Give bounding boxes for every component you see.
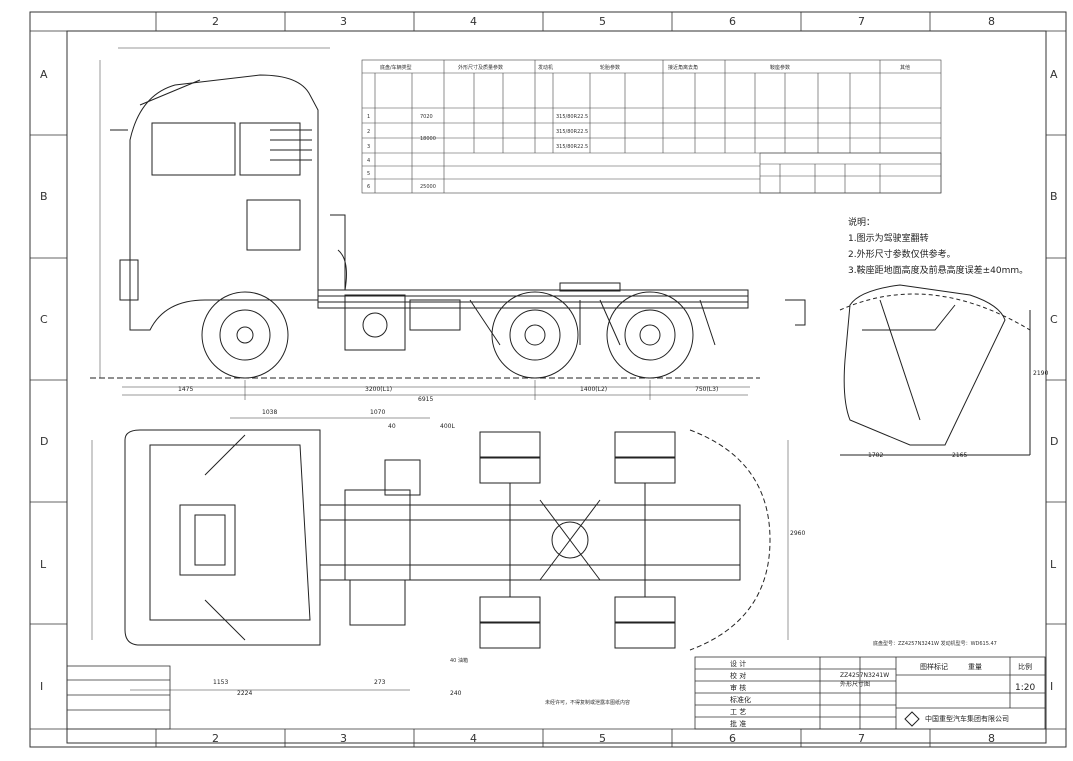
dimension-label: 2224 xyxy=(237,690,253,697)
mass-value: 7020 xyxy=(420,114,433,120)
plan-view xyxy=(124,429,771,651)
table-header: 其他 xyxy=(900,64,910,71)
grid-col-label: 4 xyxy=(470,15,477,28)
dimension-label: 1070 xyxy=(370,409,386,416)
grid-col-label: 3 xyxy=(340,15,347,28)
grid-col-label: 5 xyxy=(599,15,606,28)
role-label: 批 准 xyxy=(730,720,747,728)
grid-col-label: 8 xyxy=(988,15,995,28)
grid-col-label: 7 xyxy=(858,15,865,28)
grid-row-label: C xyxy=(40,313,48,326)
row-number: 5 xyxy=(367,171,370,177)
dimension-label: 400L xyxy=(440,423,455,430)
row-number: 4 xyxy=(367,158,370,164)
outer-border xyxy=(29,11,1067,748)
grid-col-label: 7 xyxy=(858,732,865,745)
side-view xyxy=(90,74,760,379)
grid-row-label: D xyxy=(40,435,49,448)
grid-col-label: 2 xyxy=(212,732,219,745)
dimension-label: 6915 xyxy=(418,396,434,403)
fuel-tank-label: 40 油箱 xyxy=(450,658,468,664)
grid-row-label: D xyxy=(1050,435,1059,448)
top-ruler xyxy=(30,12,1066,747)
dimension-label: 1475 xyxy=(178,386,194,393)
dimension-label: 40 xyxy=(388,423,396,430)
notes-title: 说明： xyxy=(848,218,876,228)
dimension-label: 750(L3) xyxy=(695,386,719,393)
table-header: 发动机 xyxy=(538,64,553,71)
company-name: 中国重型汽车集团有限公司 xyxy=(925,715,1009,723)
grid-row-label: B xyxy=(1050,190,1058,203)
note-item: 2.外形尺寸参数仅供参考。 xyxy=(848,250,956,260)
table-header: 轮胎参数 xyxy=(600,64,620,71)
tire-value: 315/80R22.5 xyxy=(556,114,588,120)
table-header: 接近角离去角 xyxy=(668,64,698,71)
row-number: 2 xyxy=(367,129,370,135)
role-label: 工 艺 xyxy=(730,708,747,716)
role-label: 审 核 xyxy=(730,684,747,692)
tire-value: 315/80R22.5 xyxy=(556,144,588,150)
note-item: 3.鞍座距地面高度及前悬高度误差±40mm。 xyxy=(848,266,1029,276)
drawing-mark-label: 图样标记 xyxy=(920,663,948,671)
dimension-label: 273 xyxy=(374,679,386,686)
row-number: 3 xyxy=(367,144,370,150)
row-number: 6 xyxy=(367,184,370,190)
role-label: 标准化 xyxy=(730,696,751,704)
company-logo xyxy=(904,711,920,727)
grid-row-label: I xyxy=(40,680,44,693)
mass-value: 25000 xyxy=(420,184,436,190)
grid-col-label: 5 xyxy=(599,732,606,745)
grid-col-label: 6 xyxy=(729,15,736,28)
role-label: 设 计 xyxy=(730,660,747,668)
dimension-label: 2190 xyxy=(1033,370,1049,377)
spec-table xyxy=(361,59,942,194)
tire-value: 315/80R22.5 xyxy=(556,129,588,135)
grid-row-label: A xyxy=(1050,68,1058,81)
scale-value: 1:20 xyxy=(1015,683,1036,693)
dimension-label: 1038 xyxy=(262,409,278,416)
grid-col-label: 3 xyxy=(340,732,347,745)
plan-dimension-lines xyxy=(91,417,789,691)
dimension-label: 2960 xyxy=(790,530,806,537)
table-header: 外形尺寸及质量参数 xyxy=(458,64,503,71)
grid-col-label: 2 xyxy=(212,15,219,28)
dimension-label: 2165 xyxy=(952,452,968,459)
grid-col-label: 4 xyxy=(470,732,477,745)
spec-caption: 底盘型号：ZZ4257N3241W 发动机型号：WD615.47 xyxy=(873,641,997,647)
grid-row-label: L xyxy=(40,558,47,571)
side-dimension-lines xyxy=(99,47,750,400)
grid-row-label: C xyxy=(1050,313,1058,326)
bottom-note: 未经许可，不得复制或泄露本图纸内容 xyxy=(545,700,631,706)
role-label: 校 对 xyxy=(730,672,747,680)
title-block-frame xyxy=(66,656,1046,730)
dimension-label: 3200(L1) xyxy=(365,386,393,393)
grid-row-label: L xyxy=(1050,558,1057,571)
grid-col-label: 6 xyxy=(729,732,736,745)
dimension-label: 240 xyxy=(450,690,462,697)
row-number: 1 xyxy=(367,114,370,120)
note-item: 1.图示为驾驶室翻转 xyxy=(848,234,929,244)
dimension-label: 1153 xyxy=(213,679,229,686)
grid-col-label: 8 xyxy=(988,732,995,745)
mass-value: 18000 xyxy=(420,136,436,142)
dimension-label: 1702 xyxy=(868,452,884,459)
grid-row-label: I xyxy=(1050,680,1054,693)
table-header: 底盘/车辆类型 xyxy=(380,64,412,71)
cab-tilt-view xyxy=(785,284,1031,456)
table-header: 鞍座参数 xyxy=(770,64,790,71)
spec-table-text: 底盘/车辆类型 外形尺寸及质量参数 发动机 轮胎参数 接近角离去角 鞍座参数 其… xyxy=(367,64,910,190)
dimension-label: 1400(L2) xyxy=(580,386,608,393)
drawing-title: ZZ4257N3241W外形尺寸图 xyxy=(840,672,890,688)
scale-label: 比例 xyxy=(1018,663,1032,671)
grid-row-label: A xyxy=(40,68,48,81)
grid-row-label: B xyxy=(40,190,48,203)
weight-label: 重量 xyxy=(968,663,982,671)
